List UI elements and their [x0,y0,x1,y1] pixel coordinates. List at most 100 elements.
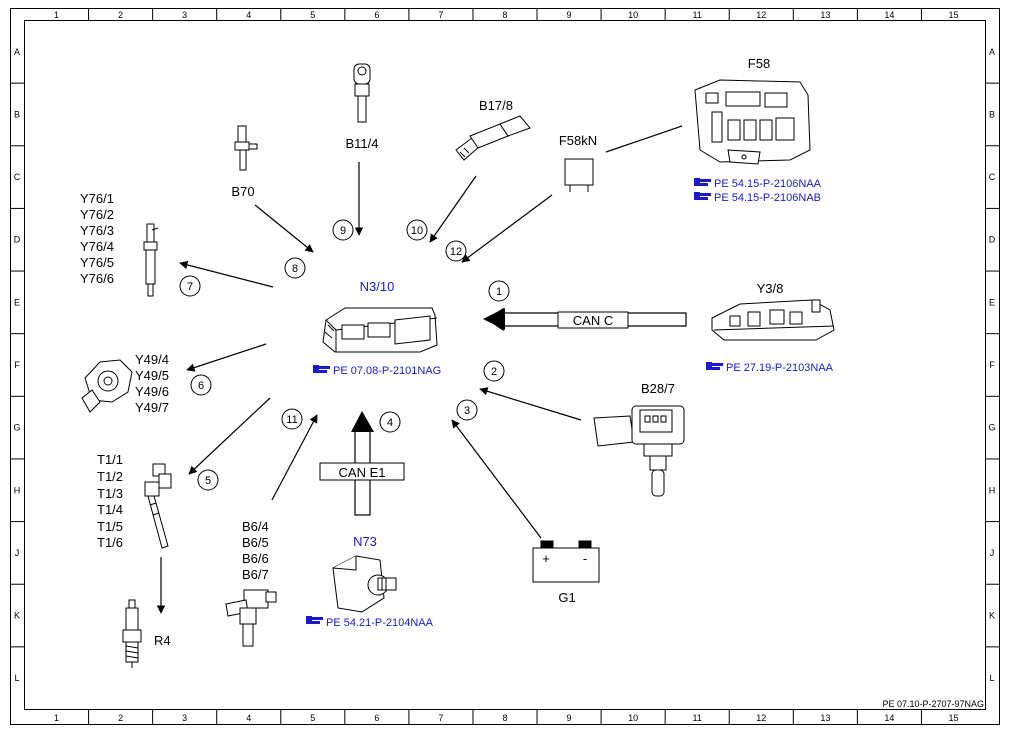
callout-4: 4 [379,411,401,433]
b17-8-sensor: B17/8 [455,98,531,161]
column-label: 6 [374,10,379,20]
svg-text:PE 27.19-P-2103NAA: PE 27.19-P-2103NAA [726,362,834,374]
hand-pointer-icon [694,192,711,200]
battery-plus-label: + [542,551,550,566]
arrow-b6 [271,414,318,501]
svg-text:T1/2: T1/2 [97,469,123,484]
column-label: 12 [756,713,766,723]
svg-text:9: 9 [340,225,346,237]
column-label: 4 [246,10,251,20]
valve-body-icon [711,299,835,341]
arrow-y76 [179,260,274,288]
column-label: 11 [693,10,702,20]
column-label: 10 [628,713,638,723]
arrow-t1 [188,397,271,475]
callout-2: 2 [483,360,505,382]
svg-text:3: 3 [464,405,470,417]
arrow-y49 [186,343,267,372]
svg-text:8: 8 [292,263,298,275]
svg-text:Y76/2: Y76/2 [80,207,114,222]
svg-text:10: 10 [411,225,423,237]
relay-icon [564,158,594,192]
callout-5: 5 [197,469,219,491]
y49-camshaft-solenoid: Y49/4 Y49/5 Y49/6 Y49/7 [81,352,169,415]
sensor-icon [225,589,277,647]
column-label: 6 [374,713,379,723]
svg-text:Y76/4: Y76/4 [80,239,114,254]
svg-text:Y3/8: Y3/8 [757,281,784,296]
row-label: B [989,109,995,119]
b28-7-pressure-sensor: B28/7 [593,381,685,497]
y76-injectors: Y76/1 Y76/2 Y76/3 Y76/4 Y76/5 Y76/6 [80,191,159,297]
svg-text:Y49/4: Y49/4 [135,352,169,367]
row-label: G [988,423,995,433]
column-label: 14 [884,713,894,723]
arrow-g1 [451,419,542,539]
column-label: 13 [820,713,830,723]
t1-ignition-coils: T1/1 T1/2 T1/3 T1/4 T1/5 T1/6 [97,452,172,550]
f58-fuse-box: F58 PE 54.15-P-2106NAA [694,56,822,204]
bus-can-c: CAN C [483,307,687,332]
column-label: 5 [310,10,315,20]
column-label: 8 [502,10,507,20]
column-label: 3 [182,10,187,20]
column-label: 13 [820,10,830,20]
column-label: 1 [54,10,59,20]
sensor-icon [234,125,258,171]
svg-text:T1/1: T1/1 [97,452,123,467]
svg-text:T1/5: T1/5 [97,519,123,534]
column-label: 11 [693,713,702,723]
svg-text:5: 5 [205,475,211,487]
callout-11: 11 [281,408,303,430]
row-label: H [14,485,21,495]
column-label: 9 [567,713,572,723]
r4-spark-plug: R4 [122,599,171,668]
callouts: 1 2 3 4 5 6 7 8 9 10 11 12 [179,219,510,491]
row-label: A [989,47,995,57]
hand-pointer-icon [313,365,330,373]
svg-text:B70: B70 [231,184,254,199]
n73-ignition-switch: N73 PE 54.21-P-2104NAA [306,534,434,629]
column-label: 2 [118,10,123,20]
column-label: 10 [628,10,638,20]
column-label: 2 [118,713,123,723]
f58-reference-2: PE 54.15-P-2106NAB [694,192,821,204]
svg-text:11: 11 [286,414,297,426]
sensor-icon [353,63,371,123]
svg-text:6: 6 [198,380,204,392]
row-label: G [13,423,20,433]
callout-7: 7 [179,275,201,297]
row-label: K [989,611,995,621]
spark-plug-icon [122,599,142,668]
row-label: E [989,297,995,307]
column-label: 3 [182,713,187,723]
row-label: B [14,109,20,119]
callout-3: 3 [456,399,478,421]
ecu-icon [322,307,438,353]
svg-text:T1/6: T1/6 [97,535,123,550]
hand-pointer-icon [706,362,723,370]
svg-text:Y49/5: Y49/5 [135,368,169,383]
callout-9: 9 [332,219,354,241]
callout-1: 1 [488,280,510,302]
connection-arrows [156,125,683,614]
column-label: 4 [246,713,251,723]
column-label: 7 [438,713,443,723]
ignition-coil-icon [144,463,172,549]
svg-text:B6/7: B6/7 [242,567,269,582]
svg-text:4: 4 [387,417,393,429]
svg-text:B6/5: B6/5 [242,535,269,550]
column-label: 15 [948,10,958,20]
battery-minus-label: - [583,551,587,566]
line-f58-f58kn [605,125,683,153]
column-label: 5 [310,713,315,723]
row-label: L [989,673,994,683]
b6-camshaft-sensors: B6/4 B6/5 B6/6 B6/7 [225,519,277,647]
sensor-icon [455,115,531,161]
svg-text:1: 1 [496,286,502,298]
svg-text:F58kN: F58kN [559,133,597,148]
n3-10-label: N3/10 [360,279,395,294]
